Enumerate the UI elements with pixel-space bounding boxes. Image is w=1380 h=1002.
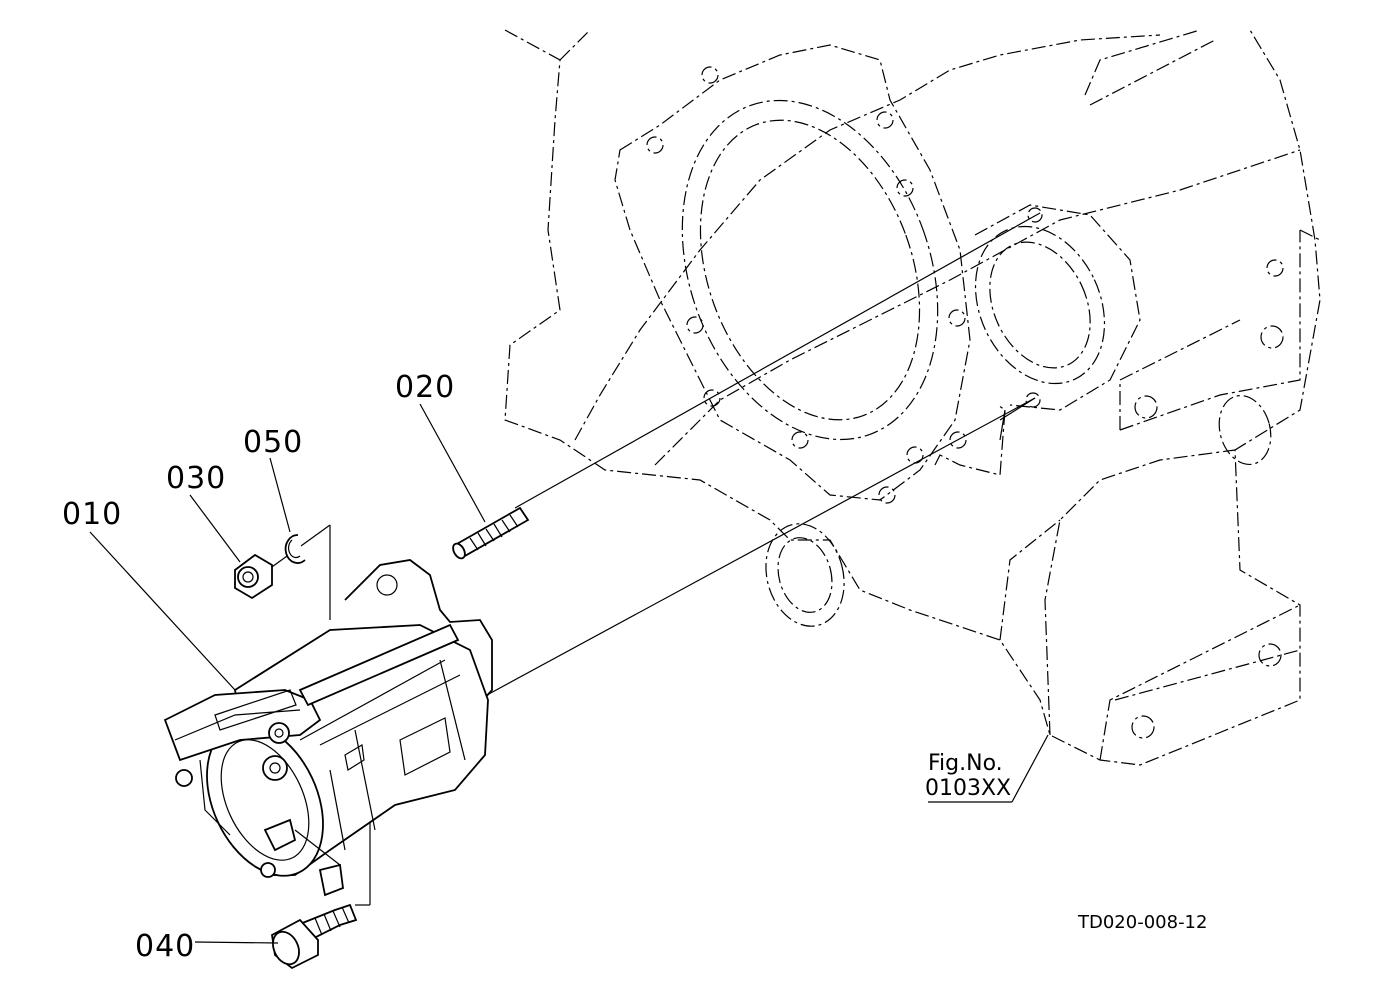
starter-motor-010: [163, 559, 493, 897]
part-labels: 020 050 030 010 040: [62, 370, 455, 964]
washer-050: [284, 534, 306, 564]
leader-lines: [89, 403, 1049, 944]
fig-no-value: 0103XX: [925, 776, 1011, 801]
label-040: 040: [135, 929, 195, 964]
label-020: 020: [395, 370, 455, 405]
label-030: 030: [166, 461, 226, 496]
nut-030: [234, 553, 273, 600]
flywheel-housing: [504, 29, 1321, 766]
figure-reference: Fig.No. 0103XX: [925, 751, 1011, 801]
fig-no-label: Fig.No.: [928, 751, 1003, 776]
label-050: 050: [243, 425, 303, 460]
bolt-040: [271, 903, 358, 970]
drawing-code: TD020-008-12: [1077, 912, 1207, 933]
label-010: 010: [62, 497, 122, 532]
stud-020: [452, 506, 530, 560]
